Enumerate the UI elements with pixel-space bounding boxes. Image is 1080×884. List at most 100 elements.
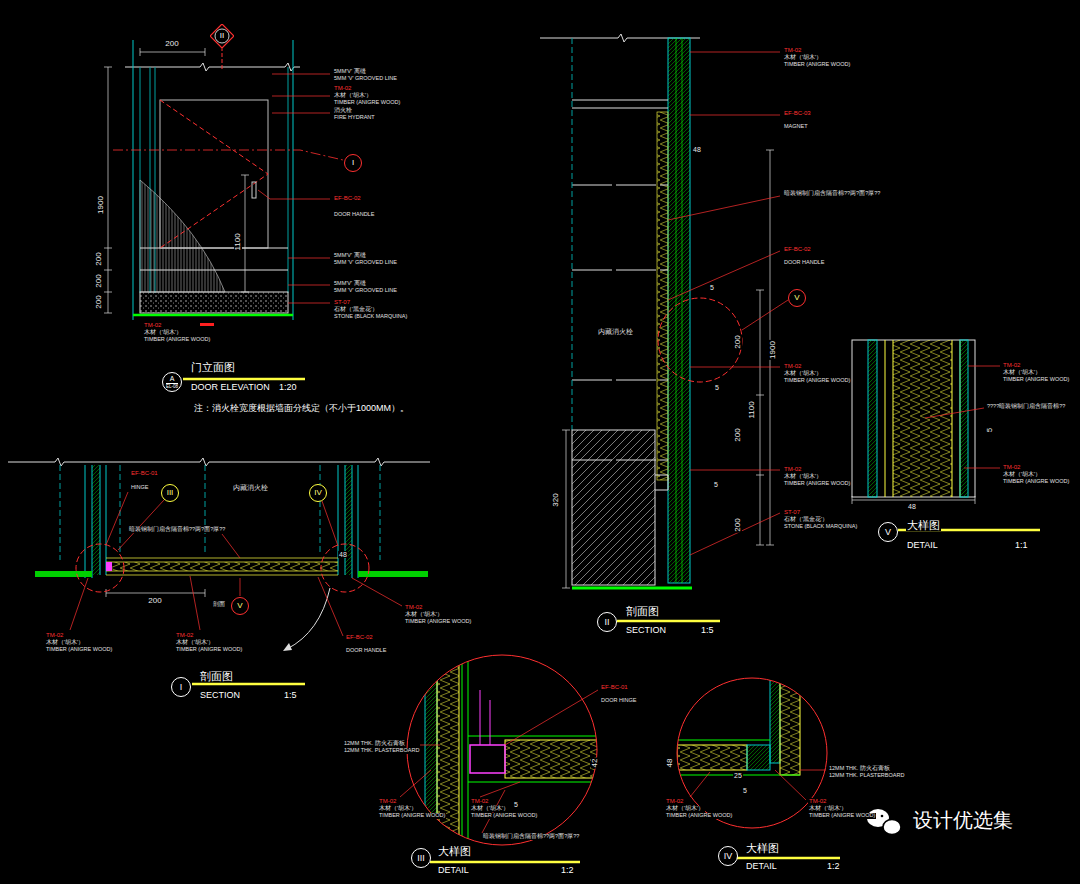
annotation-text: 石材（'黑金花'） bbox=[333, 307, 379, 313]
annotation-text: 5MM'V' 离缝 bbox=[333, 281, 367, 287]
section-vertical-part bbox=[572, 587, 692, 590]
detail-v-part bbox=[893, 340, 952, 497]
section-vertical-part bbox=[657, 112, 668, 480]
material-code: TM-02 bbox=[470, 798, 489, 804]
material-code: EF-BC-03 bbox=[783, 110, 812, 116]
detail-iv-part bbox=[736, 857, 840, 860]
annotation-text: 木材（'胡木'） bbox=[783, 371, 823, 377]
section-vertical-part bbox=[658, 298, 742, 382]
annotation-text: 木材（'胡木'） bbox=[143, 330, 183, 336]
annotation-text: DOOR HANDLE bbox=[333, 212, 375, 218]
detail-iii-part-part bbox=[470, 745, 505, 773]
dimension-value: 48 bbox=[338, 551, 348, 558]
dimension-value: 200 bbox=[95, 251, 103, 266]
door-elevation-part bbox=[160, 100, 268, 248]
annotation-text: 12MM THK. 防火石膏板 bbox=[343, 741, 406, 747]
annotation-text: DOOR HINGE bbox=[600, 698, 637, 704]
annotation-text: 暗装钢制门扇含隔音棉??两?面?厚?? bbox=[783, 191, 881, 197]
annotation-text: TIMBER (ANIGRE WOOD) bbox=[665, 813, 733, 819]
detail-iii bbox=[400, 655, 605, 862]
door-elevation-part bbox=[133, 314, 293, 317]
annotation-text: TIMBER (ANIGRE WOOD) bbox=[404, 619, 472, 625]
title-text: 门立面图 bbox=[190, 362, 236, 373]
title-text: 1:20 bbox=[278, 383, 298, 392]
annotation-text: HINGE bbox=[130, 485, 149, 491]
section-vertical-part bbox=[756, 290, 764, 545]
title-marker: II bbox=[597, 612, 617, 632]
annotation-text: TIMBER (ANIGRE WOOD) bbox=[783, 378, 851, 384]
material-code: ST-07 bbox=[783, 509, 801, 515]
dimension-value: 1900 bbox=[769, 340, 777, 360]
annotation-text: 5MM 'V' GROOVED LINE bbox=[333, 260, 398, 266]
annotation-text: 12MM THK. PLASTERBOARD bbox=[343, 748, 420, 754]
marker-label: II bbox=[220, 32, 224, 40]
door-elevation-part bbox=[200, 323, 214, 326]
annotation-text: 内藏消火栓 bbox=[597, 329, 634, 336]
dimension-value: 200 bbox=[734, 427, 742, 442]
material-code: TM-02 bbox=[783, 47, 802, 53]
annotation-text: 消火栓 bbox=[333, 108, 353, 114]
material-code: TM-02 bbox=[378, 798, 397, 804]
section-plan-part bbox=[85, 465, 358, 578]
section-vertical-part bbox=[668, 38, 690, 583]
section-vertical-part bbox=[676, 38, 682, 583]
annotation-text: TIMBER (ANIGRE WOOD) bbox=[45, 647, 113, 653]
detail-v bbox=[852, 340, 1040, 530]
material-code: TM-02 bbox=[665, 798, 684, 804]
sheet-reference: EL-08 bbox=[166, 383, 178, 390]
title-text: 1:5 bbox=[700, 626, 715, 635]
watermark-icon-part bbox=[881, 815, 884, 818]
section-plan-part bbox=[76, 544, 124, 592]
detail-marker: III bbox=[161, 484, 179, 502]
dimension-value: 200 bbox=[147, 597, 162, 605]
annotation-text: 暗装钢制门扇含隔音棉??两?面?厚?? bbox=[128, 527, 226, 533]
annotation-text: TIMBER (ANIGRE WOOD) bbox=[783, 481, 851, 487]
annotation-text: 5MM'V' 离缝 bbox=[333, 69, 367, 75]
door-elevation-part bbox=[241, 175, 249, 292]
detail-iii-part-part bbox=[462, 655, 468, 845]
marker-label: III bbox=[167, 489, 174, 497]
title-text: DETAIL bbox=[745, 862, 778, 871]
section-plan-part bbox=[321, 544, 369, 592]
annotation-text: 木材（'胡木'） bbox=[1002, 370, 1042, 376]
marker-label: IV bbox=[724, 852, 733, 861]
detail-marker: IV bbox=[309, 484, 327, 502]
annotation-text: 木材（'胡木'） bbox=[783, 474, 823, 480]
marker-label: III bbox=[417, 854, 425, 863]
dimension-value: 200 bbox=[95, 273, 103, 288]
title-text: DETAIL bbox=[437, 866, 470, 875]
marker-label: I bbox=[352, 159, 354, 167]
title-text: 大样图 bbox=[906, 520, 941, 531]
section-marker: II bbox=[210, 24, 234, 48]
section-vertical-part bbox=[572, 430, 655, 585]
annotation-text: TIMBER (ANIGRE WOOD) bbox=[378, 813, 446, 819]
annotation-text: 木材（'胡木'） bbox=[808, 806, 848, 812]
door-elevation-part bbox=[252, 182, 256, 198]
marker-label: V bbox=[885, 528, 891, 537]
marker-label: A bbox=[170, 375, 175, 382]
dimension-value: 200 bbox=[164, 40, 179, 48]
title-marker: V bbox=[878, 522, 898, 542]
annotation-text: 木材（'胡木'） bbox=[175, 640, 215, 646]
annotation-text: 木材（'胡木'） bbox=[45, 640, 85, 646]
dimension-value: 48 bbox=[666, 758, 674, 769]
door-elevation-part bbox=[222, 47, 223, 70]
annotation-text: TIMBER (ANIGRE WOOD) bbox=[175, 647, 243, 653]
annotation-text: TIMBER (ANIGRE WOOD) bbox=[808, 813, 876, 819]
title-text: SECTION bbox=[199, 691, 241, 700]
section-plan-part bbox=[283, 643, 292, 651]
dimension-value: 42 bbox=[591, 758, 599, 769]
annotation-text: TIMBER (ANIGRE WOOD) bbox=[783, 62, 851, 68]
material-code: EF-BC-02 bbox=[345, 634, 374, 640]
marker-label: IV bbox=[314, 489, 322, 497]
door-elevation-part bbox=[183, 378, 305, 381]
material-code: EF-BC-02 bbox=[333, 195, 362, 201]
dimension-value: 48 bbox=[692, 146, 702, 153]
section-plan-part bbox=[35, 571, 92, 577]
annotation-text: 12MM THK. 防火石膏板 bbox=[828, 766, 891, 772]
section-plan-part bbox=[92, 465, 100, 575]
section-vertical-part bbox=[572, 100, 668, 108]
section-vertical-part bbox=[668, 52, 788, 555]
detail-iv-part bbox=[690, 770, 826, 800]
